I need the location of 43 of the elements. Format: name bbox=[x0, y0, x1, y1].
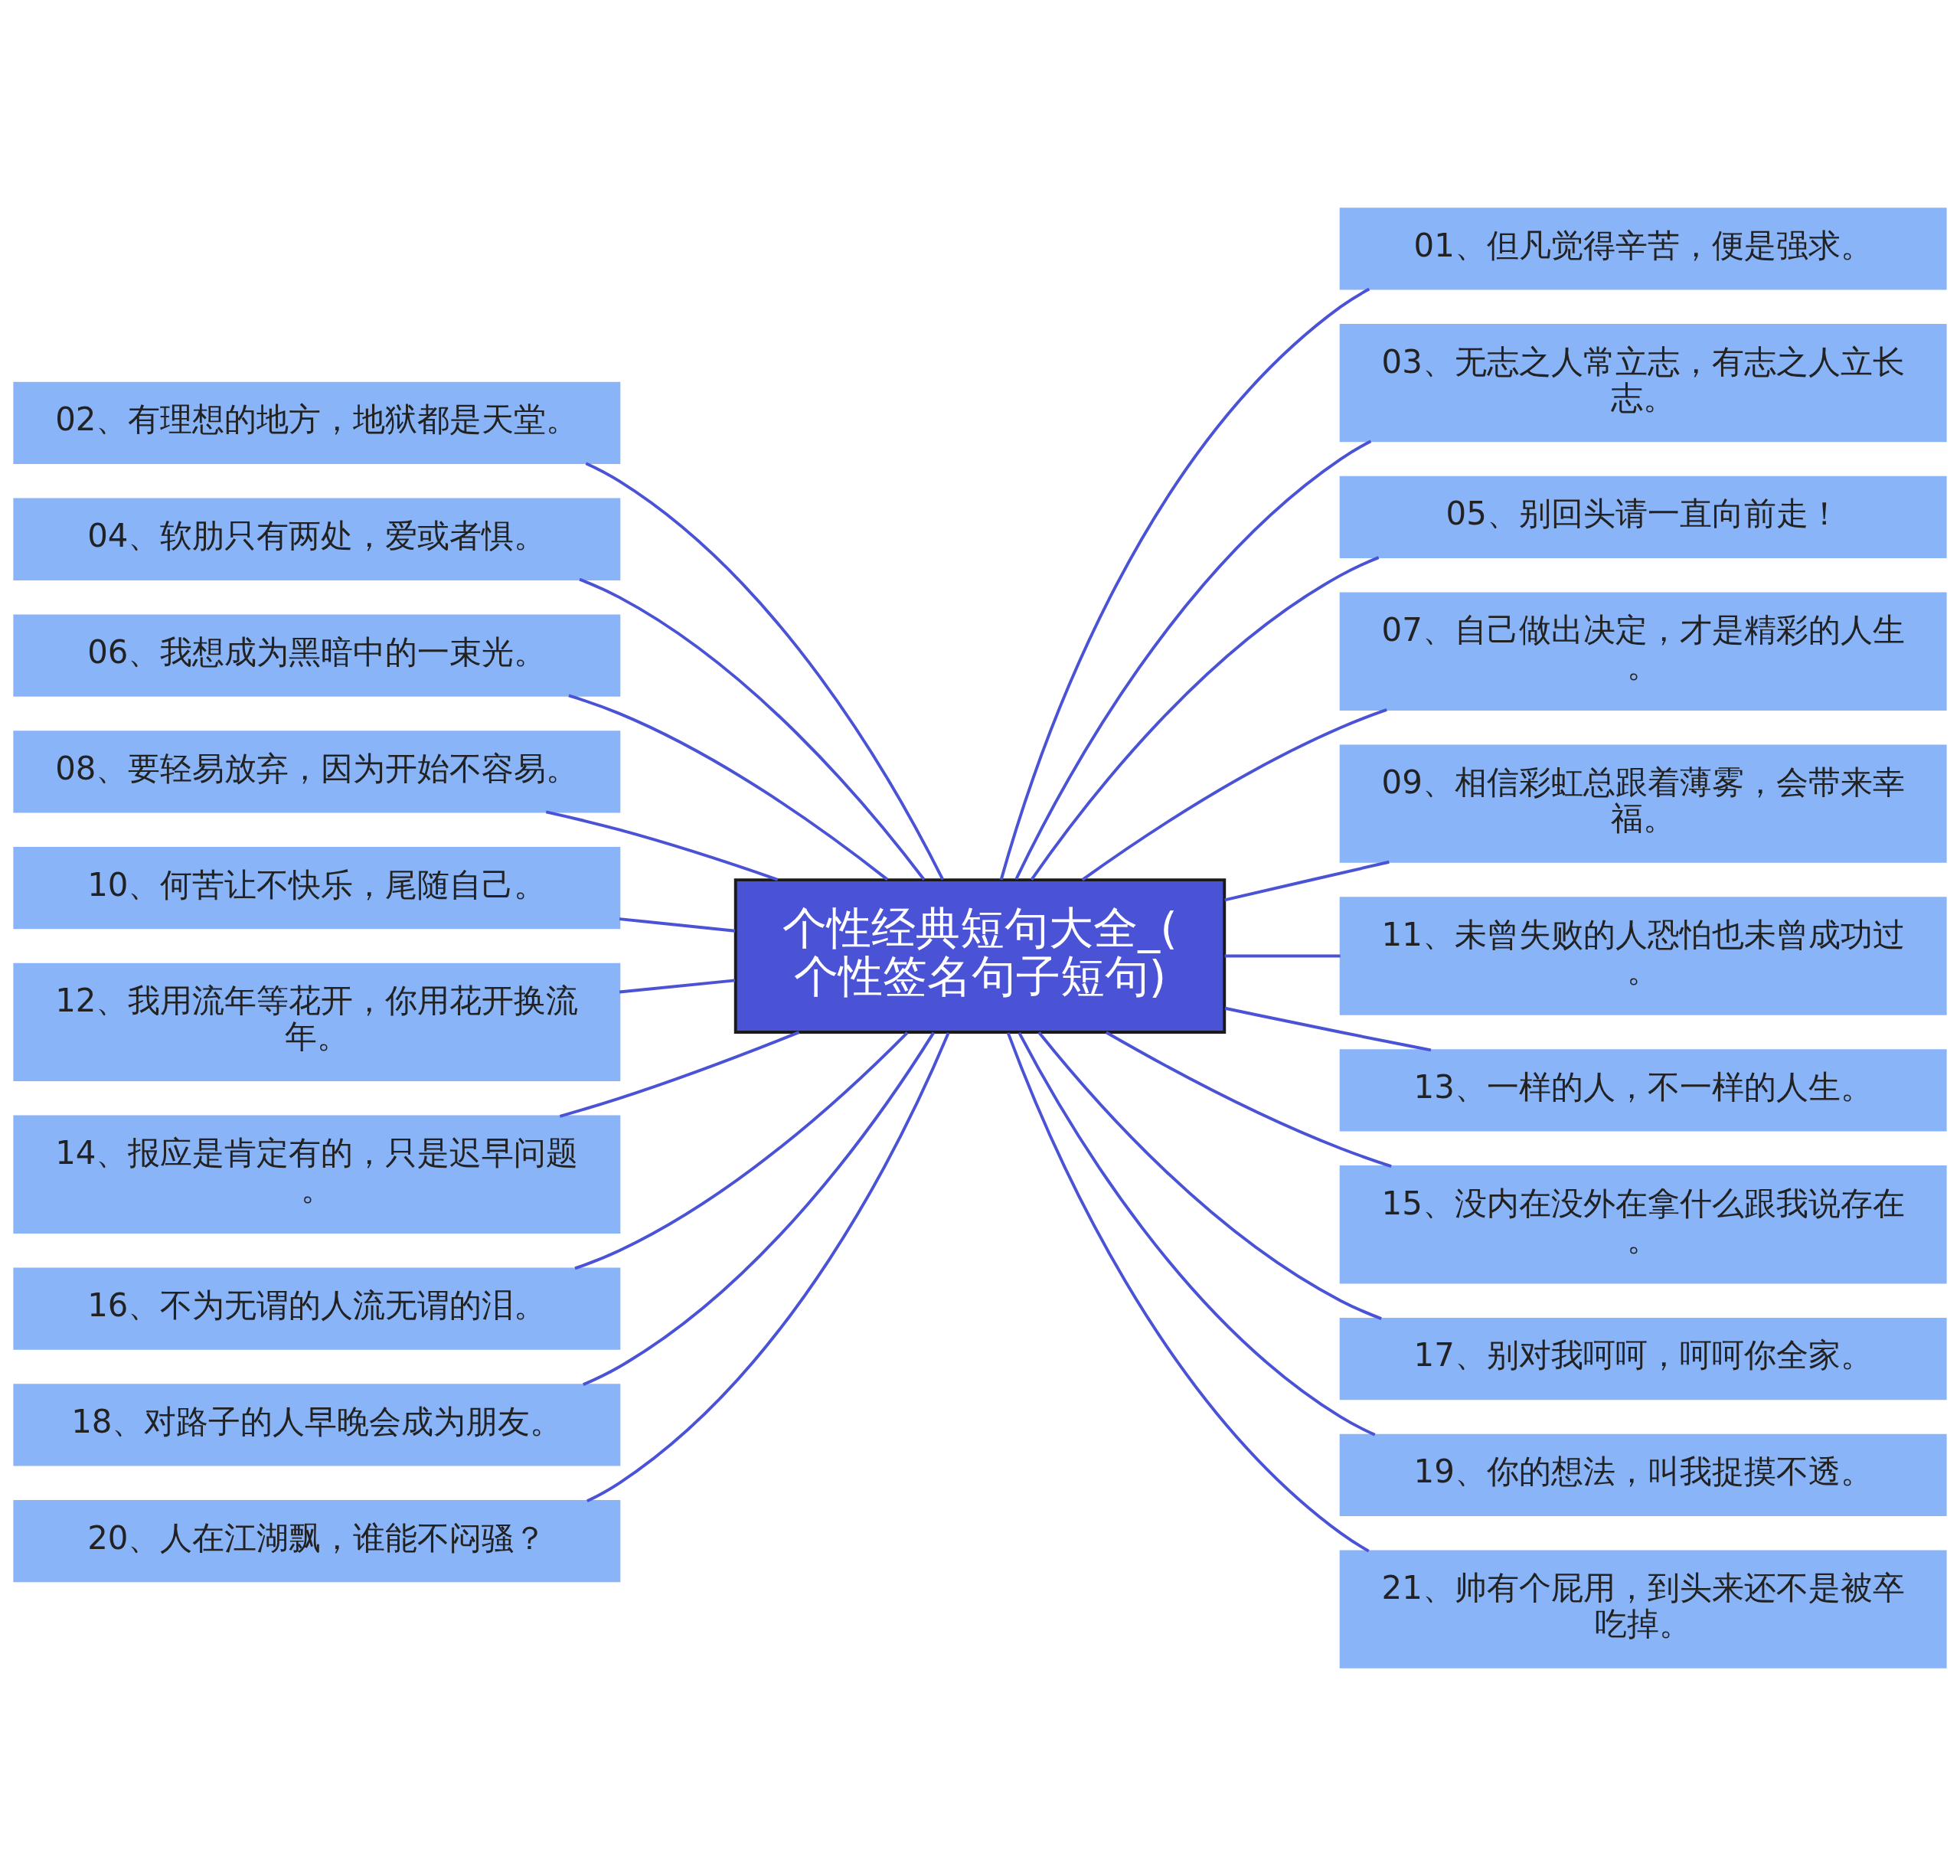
node-box: 13、一样的人，不一样的人生。 bbox=[1339, 1049, 1947, 1132]
node-box: 06、我想成为黑暗中的一束光。 bbox=[13, 614, 621, 697]
node-box: 21、帅有个屁用，到头来还不是被卒吃掉。 bbox=[1339, 1550, 1947, 1668]
node-box: 18、对路子的人早晚会成为朋友。 bbox=[13, 1384, 621, 1466]
connector bbox=[1224, 1006, 1432, 1052]
connector bbox=[1030, 556, 1380, 881]
node-box: 07、自己做出决定，才是精彩的人生。 bbox=[1339, 592, 1947, 711]
node-box: 05、别回头请一直向前走！ bbox=[1339, 476, 1947, 559]
node-box: 个性经典短句大全_(个性签名句子短句) bbox=[733, 878, 1227, 1034]
connector bbox=[1014, 440, 1372, 880]
node-box: 03、无志之人常立志，有志之人立长志。 bbox=[1339, 323, 1947, 443]
node-box: 12、我用流年等花开，你用花开换流年。 bbox=[13, 963, 621, 1082]
node-box: 14、报应是肯定有的，只是迟早问题。 bbox=[13, 1115, 621, 1234]
node-box: 01、但凡觉得辛苦，便是强求。 bbox=[1339, 208, 1947, 290]
node-box: 11、未曾失败的人恐怕也未曾成功过。 bbox=[1339, 897, 1947, 1015]
connector bbox=[586, 1032, 950, 1503]
node-box: 10、何苦让不快乐，尾随自己。 bbox=[13, 846, 621, 930]
connector bbox=[1224, 860, 1390, 902]
node-box: 15、没内在没外在拿什么跟我说存在。 bbox=[1339, 1165, 1947, 1284]
node-box: 20、人在江湖飘，谁能不闷骚？ bbox=[13, 1500, 621, 1583]
node-box: 16、不为无谓的人流无谓的泪。 bbox=[13, 1267, 621, 1350]
connector bbox=[1224, 954, 1341, 958]
node-box: 02、有理想的地方，地狱都是天堂。 bbox=[13, 381, 621, 465]
connector bbox=[1037, 1031, 1382, 1320]
connector bbox=[1105, 1031, 1392, 1168]
connector bbox=[568, 694, 889, 881]
connector bbox=[619, 917, 736, 933]
node-box: 08、要轻易放弃，因为开始不容易。 bbox=[13, 730, 621, 813]
connector bbox=[1006, 1032, 1370, 1553]
node-box: 17、别对我呵呵，呵呵你全家。 bbox=[1339, 1317, 1947, 1400]
connector bbox=[574, 1031, 909, 1270]
connector bbox=[999, 287, 1370, 881]
node-box: 04、软肋只有两处，爱或者惧。 bbox=[13, 498, 621, 580]
connector bbox=[1081, 708, 1387, 881]
connector bbox=[582, 1031, 936, 1386]
connector bbox=[559, 1031, 800, 1118]
connector bbox=[585, 462, 945, 881]
node-box: 09、相信彩虹总跟着薄雾，会带来幸福。 bbox=[1339, 744, 1947, 863]
connector bbox=[1018, 1032, 1376, 1436]
node-box: 19、你的想法，叫我捉摸不透。 bbox=[1339, 1433, 1947, 1516]
connector bbox=[579, 577, 926, 881]
connector bbox=[619, 979, 736, 994]
connector bbox=[545, 810, 779, 881]
